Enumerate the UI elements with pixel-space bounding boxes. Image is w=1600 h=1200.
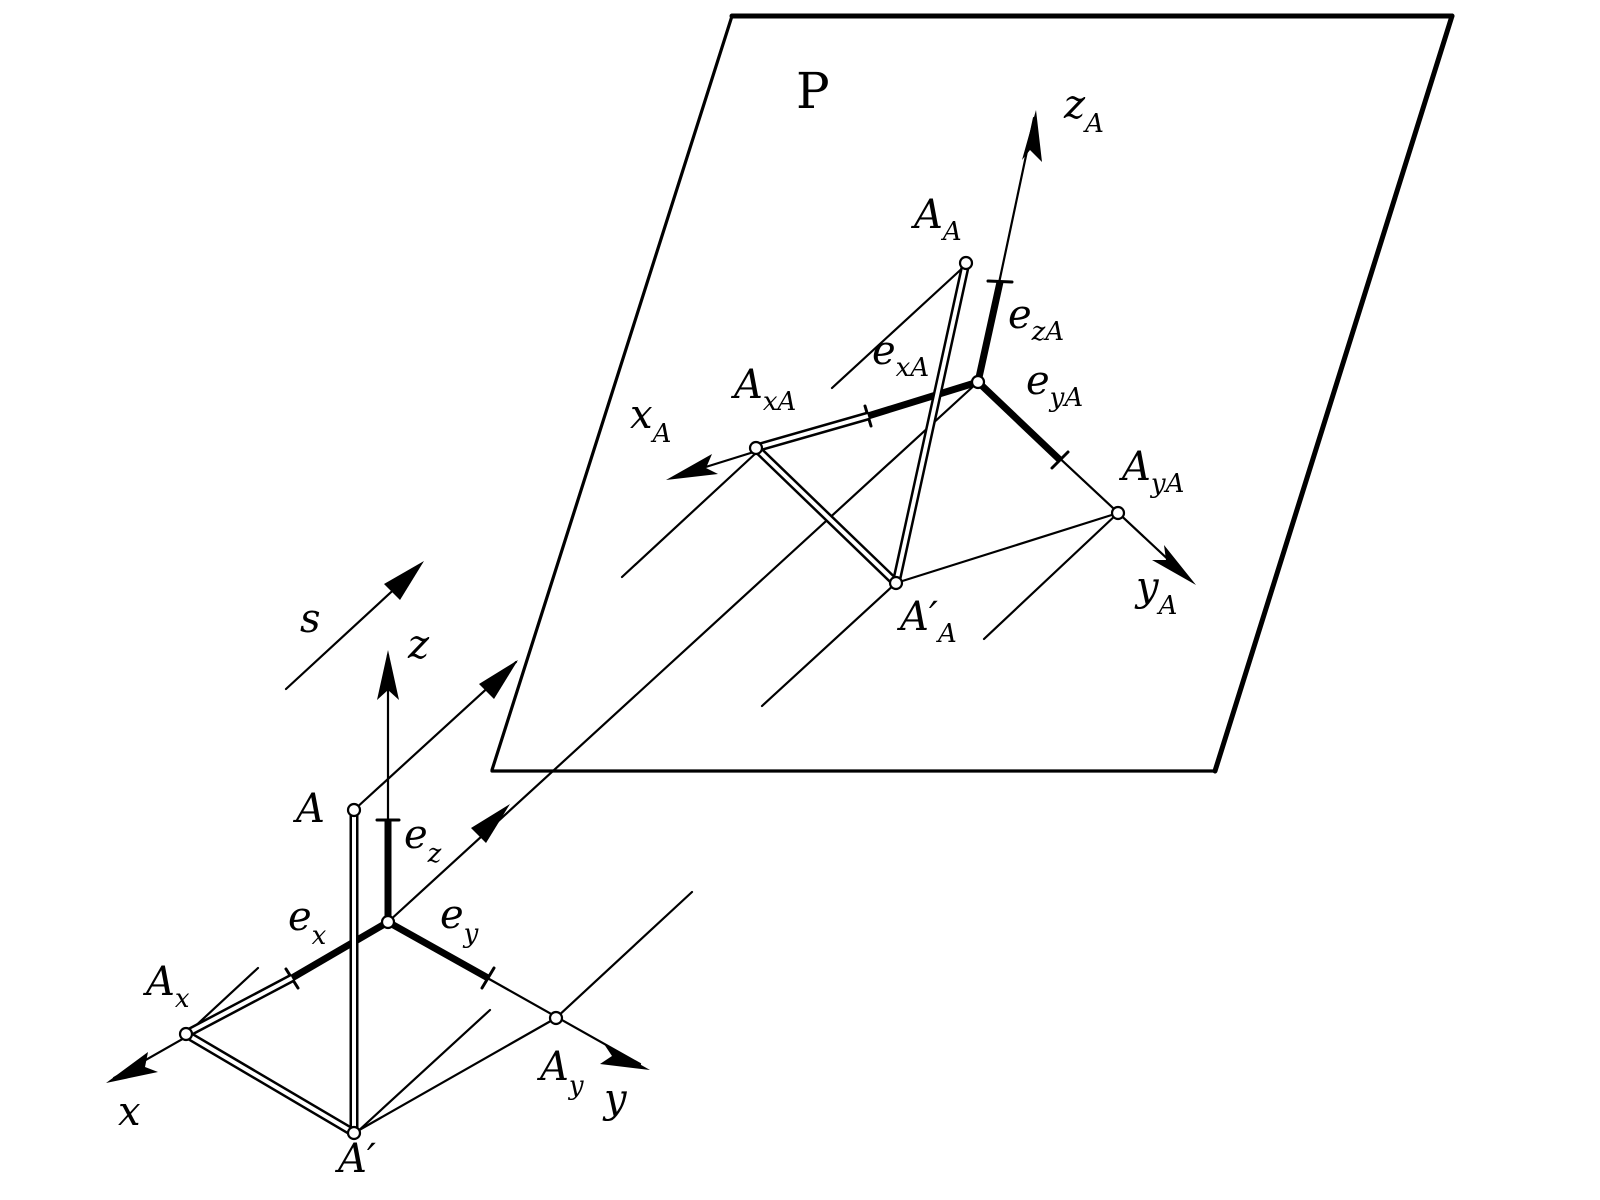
point-Ay: [548, 1010, 564, 1026]
label-AyA: AyA: [1118, 444, 1184, 499]
point-AyA: [1110, 505, 1126, 521]
ray-from-Ax: [188, 966, 260, 1033]
ray-from-A-prime: [354, 1008, 492, 1135]
point-A: [346, 802, 362, 818]
point-AA: [958, 255, 974, 271]
label-A-prime-A: A′A: [896, 594, 957, 649]
point-origin: [380, 914, 396, 930]
label-Ay: Ay: [536, 1044, 584, 1101]
ray-to-AyA: [982, 511, 1120, 641]
A-prime-A-to-AyA: [894, 511, 1120, 585]
A-prime-to-Ay: [352, 1016, 558, 1135]
direction-label: s: [300, 596, 321, 642]
label-AxA: AxA: [730, 362, 796, 417]
label-ezA: ezA: [1008, 292, 1064, 347]
zA-axis-arrowhead: [1022, 110, 1042, 162]
unit-ey-tick: [480, 966, 496, 990]
label-AA: AA: [910, 192, 962, 247]
ray-to-AA: [830, 261, 970, 390]
plane-label: P: [796, 62, 830, 120]
label-zA: zA: [1063, 82, 1104, 139]
label-Ax: Ax: [142, 959, 190, 1014]
direction-s-arrowhead: [384, 561, 424, 600]
label-y: y: [602, 1076, 628, 1122]
point-origin-A: [970, 374, 986, 390]
point-A-prime-A: [888, 575, 904, 591]
plane-edge-left: [490, 14, 734, 772]
label-ez: ez: [404, 812, 442, 869]
original-axes: [106, 650, 650, 1083]
z-axis-arrowhead: [377, 650, 399, 700]
label-yA: yA: [1134, 564, 1177, 621]
projecting-rays: [188, 261, 1120, 1135]
yA-axis-arrowhead: [1152, 545, 1196, 585]
unit-exA: [866, 378, 980, 420]
label-A-prime: A′: [334, 1136, 376, 1182]
ray-from-Ay: [554, 890, 694, 1020]
projection-direction-s: [284, 561, 424, 691]
label-A: A: [292, 786, 325, 832]
label-ey: ey: [440, 892, 479, 949]
unit-ey: [386, 918, 490, 982]
unit-ezA-tick: [986, 279, 1014, 284]
plane-edge-right: [1212, 13, 1455, 774]
ray-from-A-arrowhead: [479, 660, 518, 699]
label-x: x: [118, 1089, 141, 1135]
ray-to-A-prime-A: [760, 581, 898, 708]
ray-to-AxA: [620, 451, 758, 579]
label-z: z: [407, 622, 430, 668]
unit-eyA-tick: [1050, 450, 1070, 470]
unit-eyA: [975, 379, 1063, 463]
ray-from-origin: [386, 380, 980, 924]
ray-from-origin-arrowhead: [471, 804, 510, 843]
label-exA: exA: [872, 328, 929, 383]
label-eyA: eyA: [1026, 358, 1083, 413]
x-axis-arrowhead: [106, 1052, 158, 1083]
points: [178, 255, 1126, 1141]
unit-ex: [290, 918, 390, 982]
point-AxA: [748, 440, 764, 456]
projection-plane: [490, 13, 1455, 774]
labels: P s z x y ez ex ey A A′ Ax Ay zA xA y: [118, 62, 1184, 1182]
xA-axis-arrowhead: [666, 454, 718, 480]
label-ex: ex: [288, 894, 327, 951]
label-xA: xA: [630, 392, 671, 449]
original-coordinate-polyline: [183, 810, 558, 1137]
y-axis-arrowhead: [600, 1044, 650, 1070]
projected-coordinate-polyline: [752, 262, 1120, 587]
unit-ezA: [974, 281, 1004, 383]
point-A-prime: [346, 1125, 362, 1141]
point-Ax: [178, 1026, 194, 1042]
